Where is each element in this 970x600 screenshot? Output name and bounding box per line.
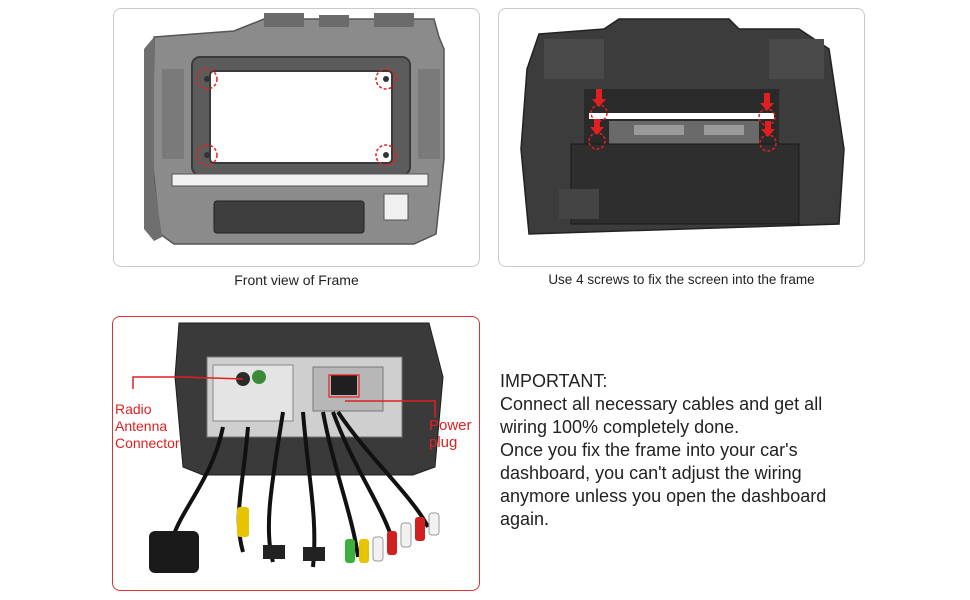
power-plug-label: Power plug: [429, 417, 472, 451]
radio-antenna-label: Radio Antenna Connector: [115, 401, 180, 451]
important-line: anymore unless you open the dashboard: [500, 486, 827, 506]
important-notice: IMPORTANT: Connect all necessary cables …: [500, 370, 880, 531]
important-line: Once you fix the frame into your car's: [500, 440, 798, 460]
important-line: Connect all necessary cables and get all: [500, 394, 823, 414]
important-line: wiring 100% completely done.: [500, 417, 740, 437]
important-line: again.: [500, 509, 550, 529]
wiring-image: [132, 322, 444, 573]
screws-caption: Use 4 screws to fix the screen into the …: [548, 272, 815, 287]
important-line: dashboard, you can't adjust the wiring: [500, 463, 802, 483]
front-frame-panel: [113, 8, 480, 267]
frame-back-image: [520, 18, 845, 235]
front-view-caption: Front view of Frame: [234, 272, 359, 288]
screws-panel: [498, 8, 865, 267]
important-heading: IMPORTANT:: [500, 371, 608, 391]
wiring-panel: Radio Antenna Connector Power plug: [112, 316, 480, 591]
frame-front-image: [144, 13, 445, 245]
